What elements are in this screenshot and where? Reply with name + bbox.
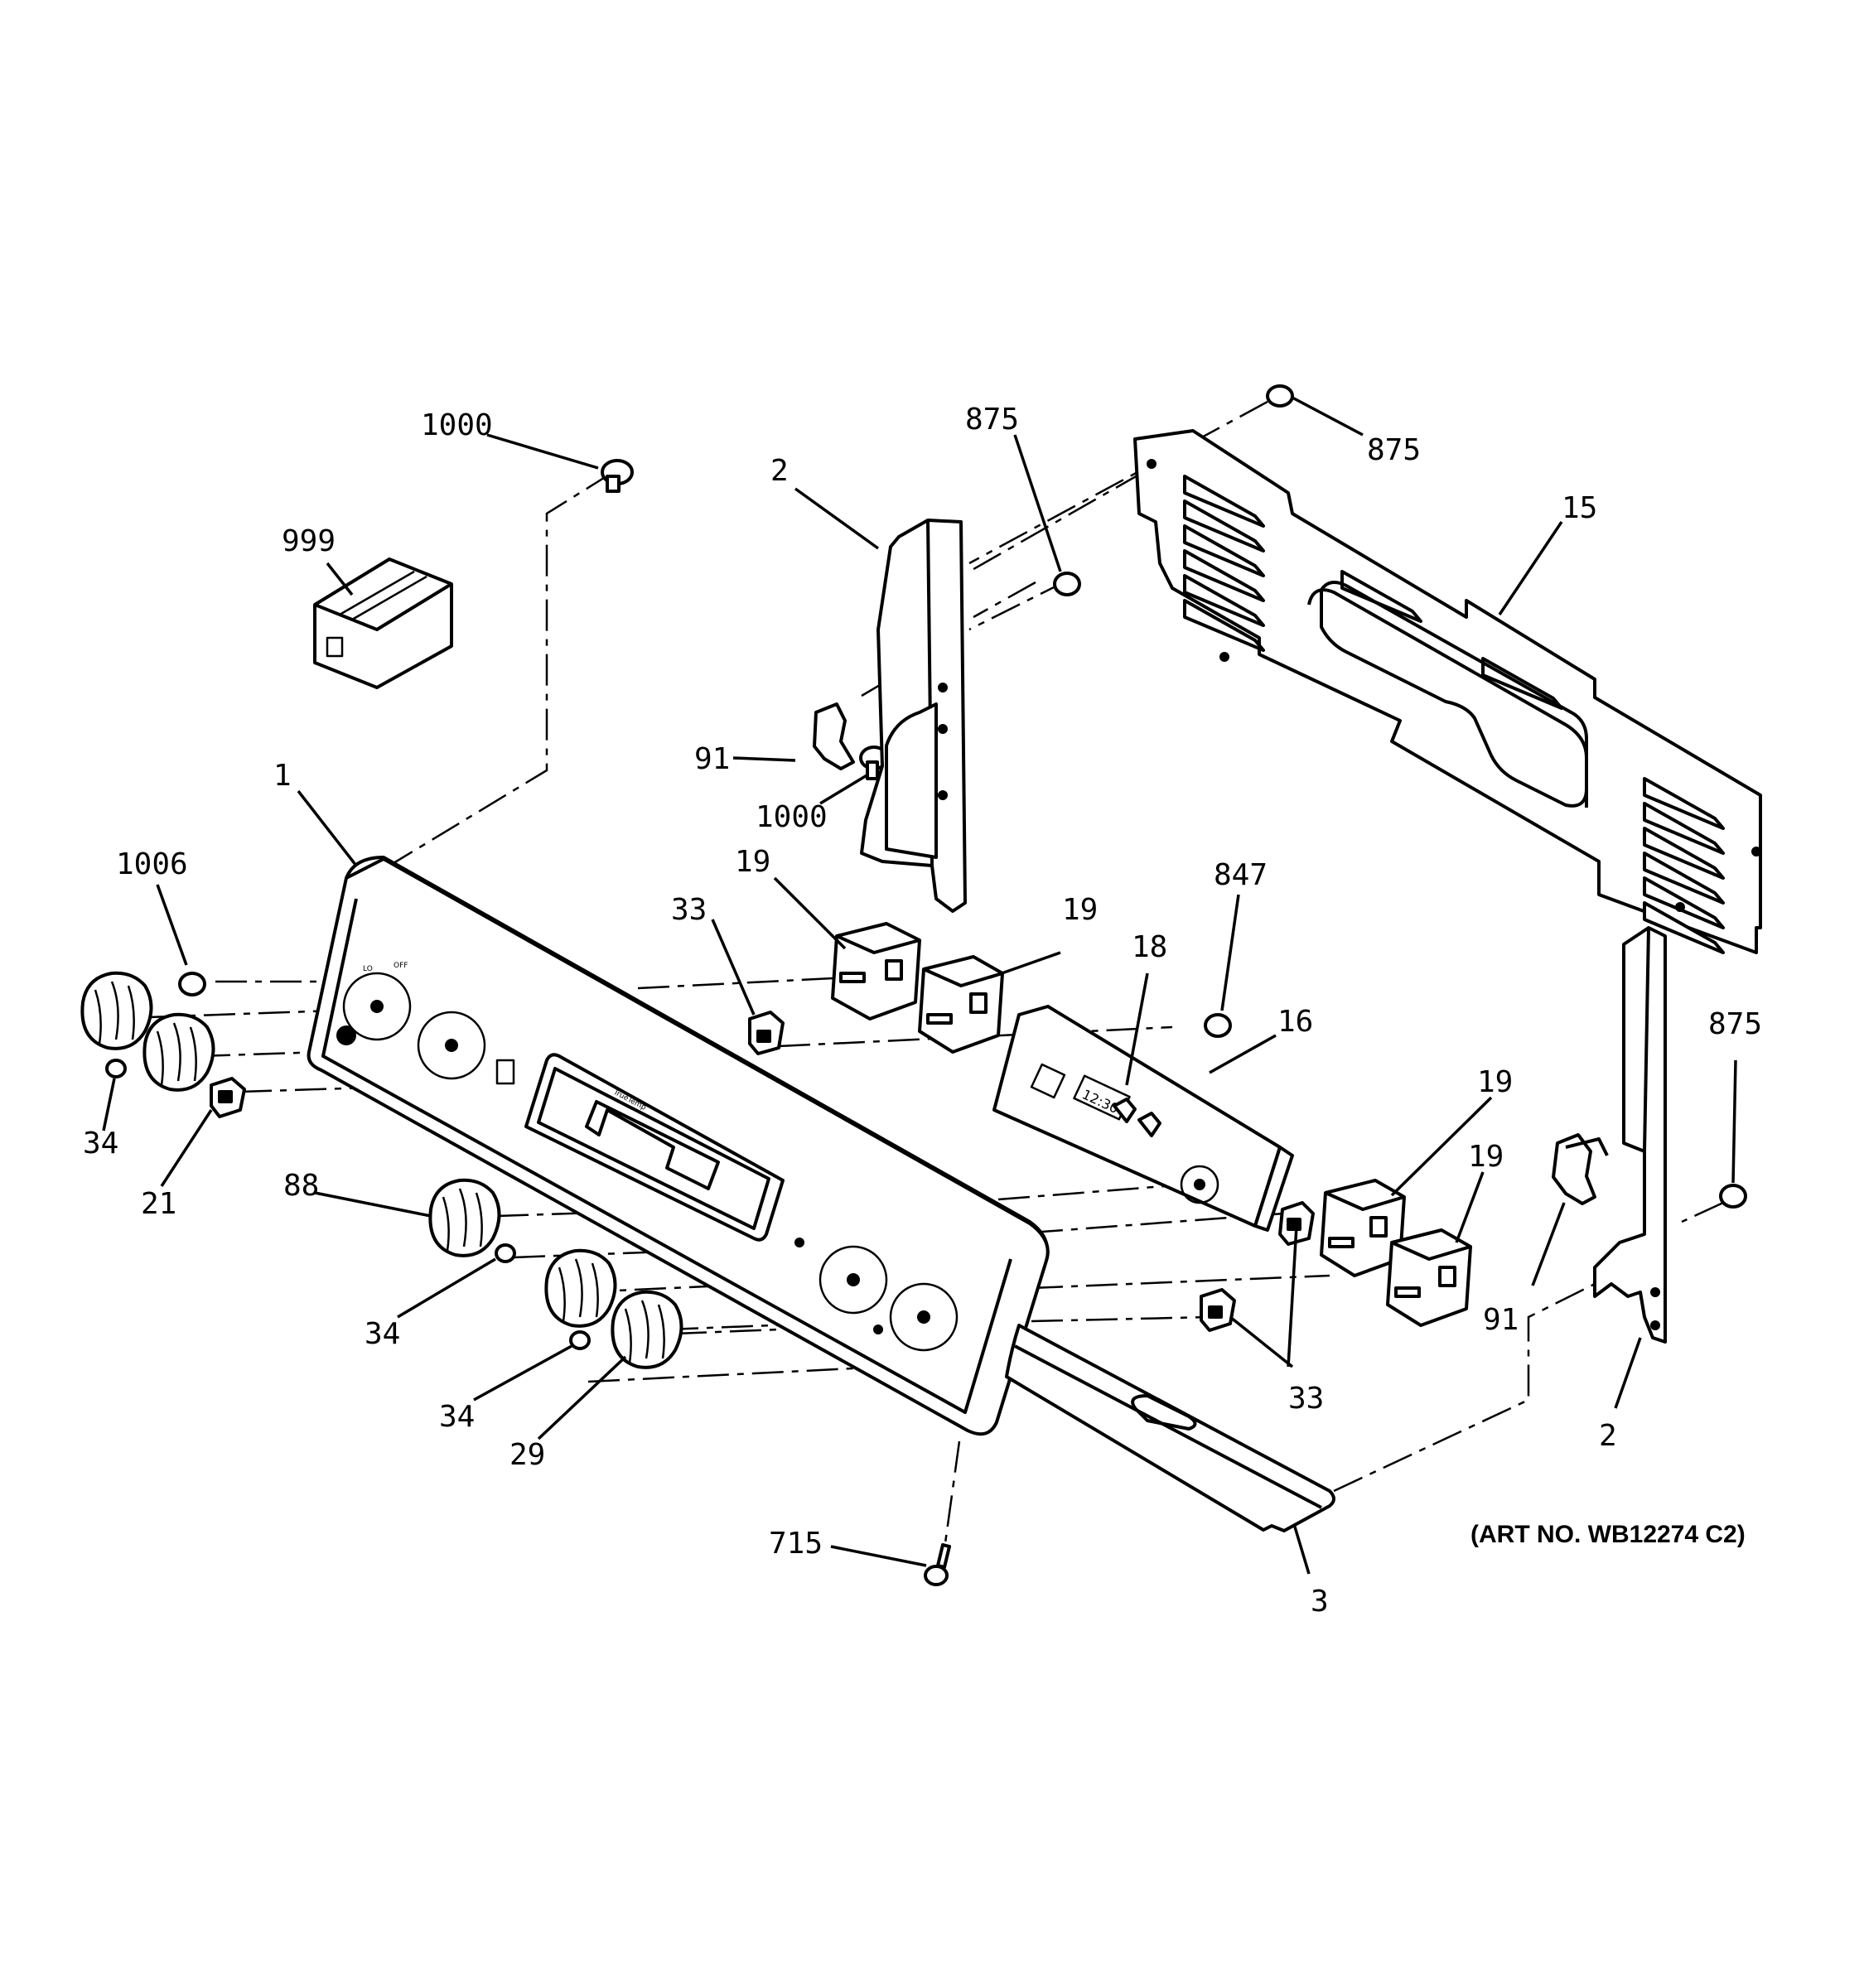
part-19-switch-a — [831, 922, 921, 1021]
callout-33-b: 33 — [1288, 1382, 1324, 1416]
screw-1000-top — [601, 459, 634, 493]
screw-715 — [924, 1543, 951, 1586]
knob-29 — [611, 1290, 683, 1369]
callout-labels: 1000 999 2 875 875 15 91 1000 1 1006 19 … — [83, 403, 1762, 1619]
callout-91-left: 91 — [694, 742, 730, 776]
part-19-switch-c — [1320, 1179, 1406, 1277]
screw-875-right — [1719, 1184, 1747, 1209]
callout-34-b: 34 — [365, 1317, 400, 1351]
callout-3: 3 — [1311, 1585, 1329, 1619]
callout-19-b: 19 — [1062, 893, 1098, 927]
screw-875-top — [1266, 384, 1294, 408]
callout-999: 999 — [282, 524, 336, 558]
part-999-box — [313, 557, 453, 689]
part-2-side-bracket-right — [1593, 926, 1667, 1344]
callout-34-c: 34 — [439, 1400, 475, 1434]
screw-1006 — [178, 972, 206, 996]
callout-16: 16 — [1277, 1005, 1313, 1039]
part-16-control-board: 12:30 — [992, 1005, 1294, 1232]
dial-label-off: OFF — [394, 962, 408, 970]
knob-left-1 — [80, 971, 153, 1050]
part-1-control-panel: TrueTemp OFF LO — [307, 856, 1050, 1436]
callout-875-right: 875 — [1708, 1007, 1762, 1041]
screw-847 — [1204, 1013, 1232, 1038]
part-91-clip-left — [813, 702, 855, 770]
callout-19-d: 19 — [1468, 1140, 1504, 1174]
callout-88: 88 — [283, 1169, 319, 1203]
part-33-switch-c — [1200, 1288, 1236, 1332]
part-3-trim — [1005, 1324, 1335, 1532]
part-19-switch-b — [918, 955, 1004, 1054]
clip-34-c — [569, 1330, 591, 1350]
callout-29: 29 — [509, 1438, 545, 1472]
part-91-clip-right — [1552, 1133, 1609, 1205]
clip-34-a — [105, 1059, 127, 1078]
callout-19-c: 19 — [1477, 1065, 1513, 1099]
art-number: (ART NO. WB12274 C2) — [1470, 1521, 1746, 1548]
callout-1000-top: 1000 — [421, 408, 493, 442]
dial-label-lo: LO — [363, 965, 373, 973]
part-19-switch-d — [1386, 1228, 1472, 1327]
callout-847: 847 — [1214, 858, 1268, 892]
callout-715: 715 — [769, 1527, 823, 1561]
part-2-side-bracket-left — [860, 519, 967, 913]
callout-15: 15 — [1562, 491, 1597, 525]
knob-left-2 — [142, 1012, 215, 1092]
callout-34-a: 34 — [83, 1127, 118, 1160]
callout-1: 1 — [273, 759, 292, 793]
callout-1000-bracket: 1000 — [756, 800, 828, 834]
callout-875-mid: 875 — [965, 403, 1019, 437]
callout-875-top: 875 — [1367, 433, 1421, 467]
part-15-back-panel — [1133, 429, 1762, 954]
leader-lines — [102, 396, 1737, 1575]
part-21-switch — [210, 1077, 246, 1118]
callout-33-a: 33 — [671, 893, 707, 927]
part-33-switch-a — [748, 1011, 785, 1055]
part-33-switch-b — [1278, 1201, 1315, 1246]
callout-2-right: 2 — [1599, 1419, 1617, 1453]
callout-1006: 1006 — [116, 847, 188, 881]
callout-19-a: 19 — [735, 845, 770, 879]
callout-21: 21 — [141, 1187, 176, 1221]
screw-875-mid — [1053, 572, 1081, 596]
clip-34-b — [495, 1243, 516, 1263]
callout-91-right: 91 — [1483, 1303, 1519, 1337]
knob-88 — [428, 1178, 501, 1257]
callout-18: 18 — [1132, 930, 1167, 964]
callout-2-left: 2 — [770, 454, 789, 488]
knob-right-1 — [544, 1248, 617, 1328]
